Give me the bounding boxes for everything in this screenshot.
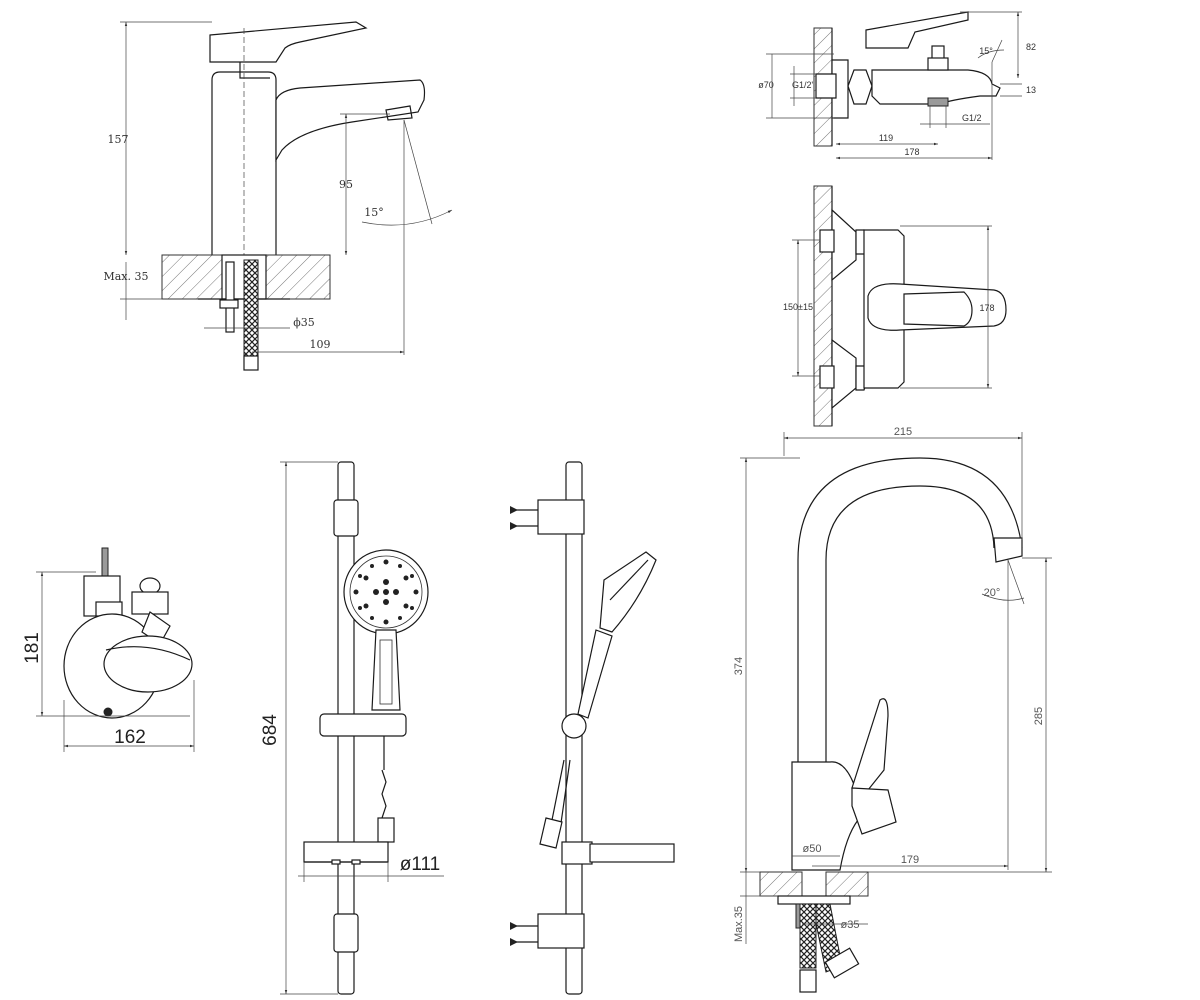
shower-rail-side-drawing — [510, 461, 675, 995]
bath-side-spout-label: 13 — [1026, 85, 1036, 95]
kitchen-spout-height-label: 285 — [1033, 707, 1045, 725]
bath-top-centres-label: 150±15 — [783, 302, 813, 312]
shower-dish-label: ø111 — [400, 854, 441, 875]
shower-rail-height-label: 684 — [260, 714, 281, 746]
soap-dish-drawing: 181 162 — [22, 547, 195, 752]
bath-side-inlet-label: G1/2" — [792, 80, 815, 90]
soap-dish-height-label: 181 — [22, 632, 43, 664]
kitchen-mixer-drawing: 215 374 285 20° ø50 179 Max.35 ø35 — [733, 426, 1052, 993]
basin-height-label: 157 — [108, 133, 129, 146]
bath-mixer-top-drawing: 150±15 178 — [783, 185, 1007, 427]
basin-angle-label: 15° — [364, 206, 384, 219]
kitchen-base-label: ø50 — [803, 843, 822, 855]
kitchen-height-label: 374 — [733, 657, 745, 675]
kitchen-width-label: 215 — [894, 426, 912, 438]
bath-side-height-label: 82 — [1026, 42, 1036, 52]
bath-side-reach-label: 178 — [904, 147, 919, 157]
soap-dish-width-label: 162 — [114, 727, 146, 748]
bath-side-centre-label: 119 — [879, 133, 893, 143]
kitchen-reach-label: 179 — [901, 854, 919, 866]
kitchen-angle-label: 20° — [984, 587, 1001, 599]
bath-top-reach-label: 178 — [979, 303, 994, 313]
bath-side-angle-label: 15° — [979, 46, 993, 56]
bath-side-rosette-label: ø70 — [758, 80, 774, 90]
basin-hole-label: ϕ35 — [293, 316, 315, 329]
basin-reach-label: 109 — [310, 338, 331, 351]
basin-deck-label: Max. 35 — [103, 270, 148, 283]
shower-rail-front-drawing: 684 ø111 — [260, 461, 444, 995]
kitchen-deck-label: Max.35 — [733, 906, 745, 942]
bath-mixer-side-drawing: 82 13 15° ø70 G1/2" G1/2 119 178 — [758, 11, 1036, 160]
basin-mixer-drawing: 157 95 15° Max. 35 ϕ35 109 — [103, 21, 453, 371]
basin-spout-height-label: 95 — [339, 178, 353, 191]
kitchen-hole-label: ø35 — [841, 919, 860, 931]
bath-side-outlet-label: G1/2 — [962, 113, 982, 123]
